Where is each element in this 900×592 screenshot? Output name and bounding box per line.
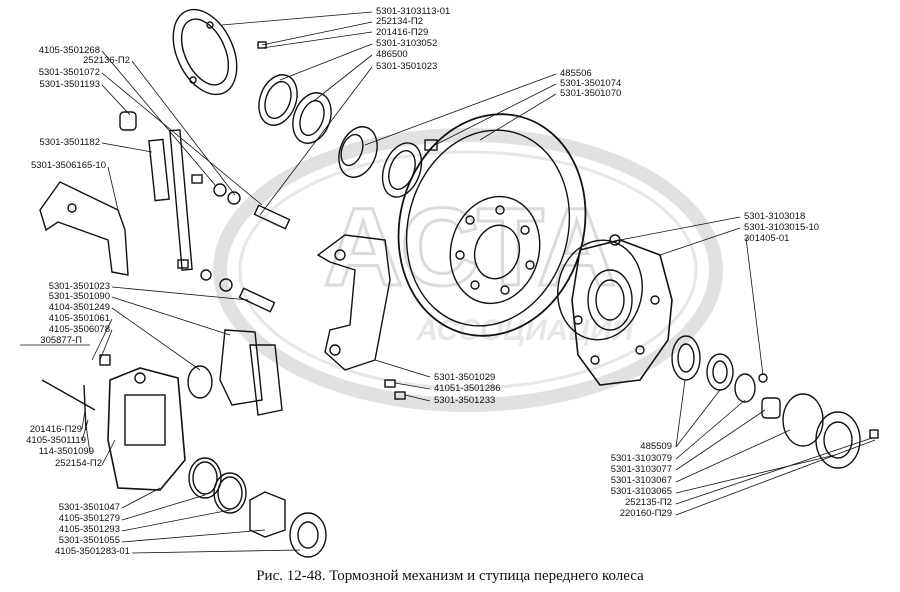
part-label: 5301-3501070	[560, 88, 622, 99]
part-label: 485506	[560, 68, 592, 79]
part-label: 4105-3501119	[26, 435, 86, 446]
part-label: 4105-3501279	[58, 513, 120, 524]
part-label: 5301-3501193	[39, 79, 100, 90]
wheel-hub-part	[557, 234, 673, 386]
part-label: 252154-П2	[55, 458, 102, 469]
part-label: 5301-3501047	[58, 502, 120, 513]
bracket-bolts-part	[119, 111, 241, 281]
part-label: 4105-3501268	[38, 45, 100, 56]
part-label: 5301-3501072	[38, 67, 100, 78]
part-label: 5301-3501029	[434, 372, 496, 383]
part-label: 5301-3501233	[434, 395, 496, 406]
part-label: 5301-3501023	[376, 61, 438, 72]
part-label: 4105-3501061	[48, 313, 110, 324]
part-label: 301405-01	[744, 233, 790, 244]
lock-plate-part	[148, 129, 193, 271]
part-label: 252135-П2	[625, 497, 672, 508]
part-label: 201416-П29	[29, 424, 82, 435]
oil-seal-part	[258, 74, 332, 144]
part-label: 5301-3506165-10	[30, 160, 106, 171]
part-label: 486500	[376, 49, 408, 60]
leader-lines	[20, 11, 876, 554]
part-label: 5301-3103065	[610, 486, 672, 497]
part-label: 252136-П2	[83, 55, 130, 66]
part-label: 5301-3103079	[610, 453, 672, 464]
brake-pads-part	[219, 329, 283, 416]
guide-pin-part	[219, 204, 291, 313]
mounting-bracket-part	[39, 181, 129, 276]
part-label: 220160-П29	[619, 508, 672, 519]
part-label: 41051-3501286	[434, 383, 501, 394]
part-label: 5301-3103113-01	[376, 6, 451, 17]
part-label: 4105-3501283-01	[54, 546, 130, 557]
watermark-logo: АСТА АССОЦИАЦИЯ	[213, 128, 723, 412]
carrier-nuts-part	[384, 379, 406, 400]
part-label: 4105-3506078	[48, 324, 110, 335]
caliper-carrier-part	[316, 234, 391, 371]
part-label: 5301-3103018	[744, 211, 806, 222]
part-label: 5301-3103067	[610, 475, 672, 486]
part-label: 5301-3103015-10	[744, 222, 820, 233]
part-label: 5301-3501090	[48, 291, 110, 302]
part-label: 4105-3501293	[58, 524, 120, 535]
part-label: 5301-3501055	[58, 535, 120, 546]
part-label: 485509	[640, 441, 672, 452]
watermark-title: АСТА	[323, 186, 616, 309]
part-label: 5301-3501074	[560, 78, 622, 89]
outer-bearing-part	[671, 335, 879, 469]
part-label: 4104-3501249	[48, 302, 110, 313]
part-label: 5301-3501023	[48, 281, 110, 292]
part-label: 5301-3103052	[376, 38, 438, 49]
piston-group-part	[187, 365, 327, 558]
part-label: 114-3501099	[38, 446, 94, 457]
bolt-part	[424, 139, 438, 151]
part-label: 252134-П2	[376, 16, 423, 27]
part-label: 5301-3103077	[610, 464, 672, 475]
long-bolt-part	[41, 354, 111, 431]
dust-shield-part	[172, 8, 238, 96]
part-label: 305877-П	[40, 335, 82, 346]
part-label: 5301-3501182	[39, 137, 100, 148]
brake-disc-part	[397, 113, 587, 337]
figure-caption: Рис. 12-48. Тормозной механизм и ступица…	[256, 568, 644, 584]
part-label: 201416-П29	[376, 27, 429, 38]
caliper-body-part	[107, 367, 186, 491]
watermark-subtitle: АССОЦИАЦИЯ	[415, 314, 634, 347]
